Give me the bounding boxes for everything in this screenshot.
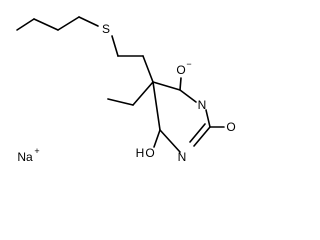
bond-c4-s — [78, 16, 99, 27]
bond-c6ring-c5ring — [152, 81, 161, 131]
bond-c2ring-n1-a — [193, 126, 211, 147]
bond-c6ring-oh — [153, 129, 161, 148]
hydrogen-left-label: H — [136, 146, 145, 160]
oxygen-left-label: O — [145, 146, 154, 160]
bond-c6-c5ring — [142, 55, 154, 83]
sulfur-atom-label: S — [102, 22, 110, 36]
bond-s-c5 — [111, 35, 119, 57]
oxygen-anion-label: O — [176, 63, 185, 77]
bond-ethyl1-ethyl2 — [107, 98, 134, 106]
nitrogen-upper-label: N — [198, 98, 207, 112]
sodium-charge: + — [34, 146, 39, 156]
sodium-label: Na — [17, 150, 33, 164]
bond-c1-c2 — [16, 18, 35, 31]
nitrogen-lower-label: N — [178, 150, 187, 164]
molecule-structure-diagram: S O − N O N H O Na + — [16, 16, 236, 164]
bond-n3-c2ring — [205, 109, 211, 128]
bond-c5ring-ethyl1 — [132, 81, 154, 106]
bond-c5-c4ring — [152, 81, 181, 91]
oxygen-anion-charge: − — [186, 59, 191, 69]
bond-c2ring-n1-b — [189, 123, 206, 143]
bond-n1-c6ring — [159, 129, 181, 153]
bond-c2-c3 — [33, 18, 59, 31]
bond-c4ring-o-anion — [179, 77, 182, 91]
oxygen-right-label: O — [226, 120, 235, 134]
bond-c3-c4 — [57, 16, 80, 31]
bond-c4ring-n3 — [179, 89, 197, 103]
